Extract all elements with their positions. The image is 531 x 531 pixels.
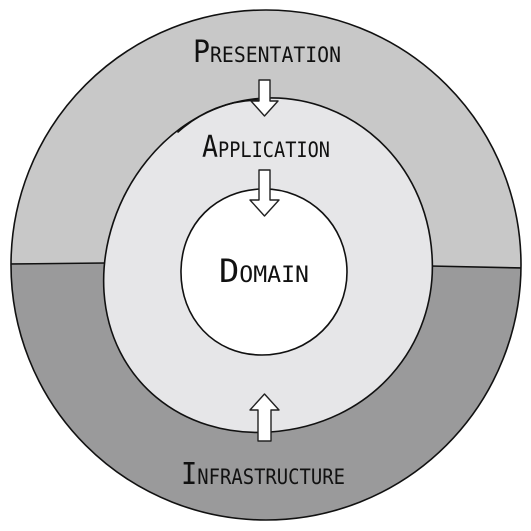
arrow-up-icon bbox=[249, 393, 280, 442]
infrastructure-label: Infrastructure bbox=[181, 457, 345, 492]
application-label: Application bbox=[202, 130, 330, 165]
presentation-label: Presentation bbox=[193, 35, 341, 70]
layer-divider bbox=[11, 262, 521, 269]
domain-layer bbox=[180, 188, 347, 355]
application-ring-sketch-stroke bbox=[177, 99, 267, 133]
domain-label: Domain bbox=[219, 252, 309, 290]
outer-ring-border bbox=[10, 9, 522, 521]
domain-core-border bbox=[180, 188, 348, 356]
arrow-down-icon bbox=[250, 79, 279, 117]
arrow-down-icon bbox=[249, 169, 280, 217]
